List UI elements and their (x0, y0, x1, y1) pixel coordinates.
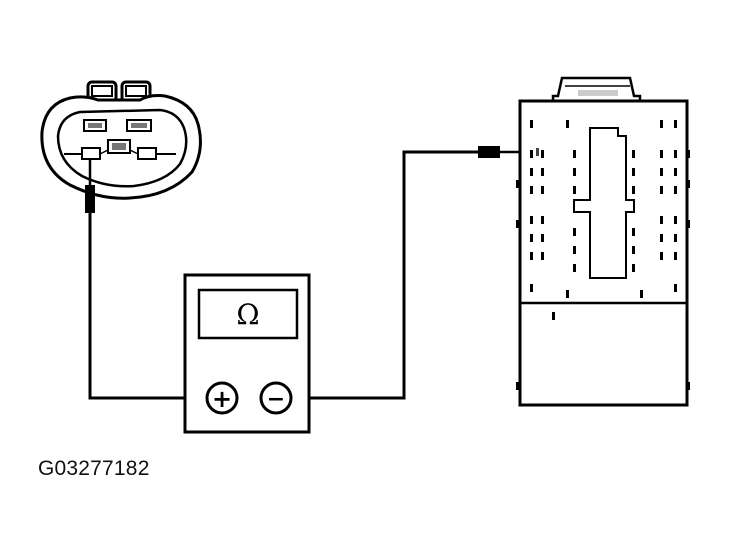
pin-cavities (516, 120, 690, 390)
control-module (516, 76, 690, 407)
figure-id-label: G03277182 (38, 457, 150, 480)
harness-connector (40, 80, 202, 200)
ohmmeter: Ω + − (183, 273, 311, 434)
left-test-probe (85, 160, 95, 213)
test-leads (88, 150, 478, 400)
positive-terminal (205, 381, 239, 415)
negative-terminal-label: − (267, 387, 285, 412)
ohm-display: Ω (236, 298, 259, 331)
positive-lead (88, 212, 207, 400)
negative-terminal (259, 381, 293, 415)
negative-lead (292, 150, 478, 400)
positive-terminal-label: + (212, 385, 232, 413)
